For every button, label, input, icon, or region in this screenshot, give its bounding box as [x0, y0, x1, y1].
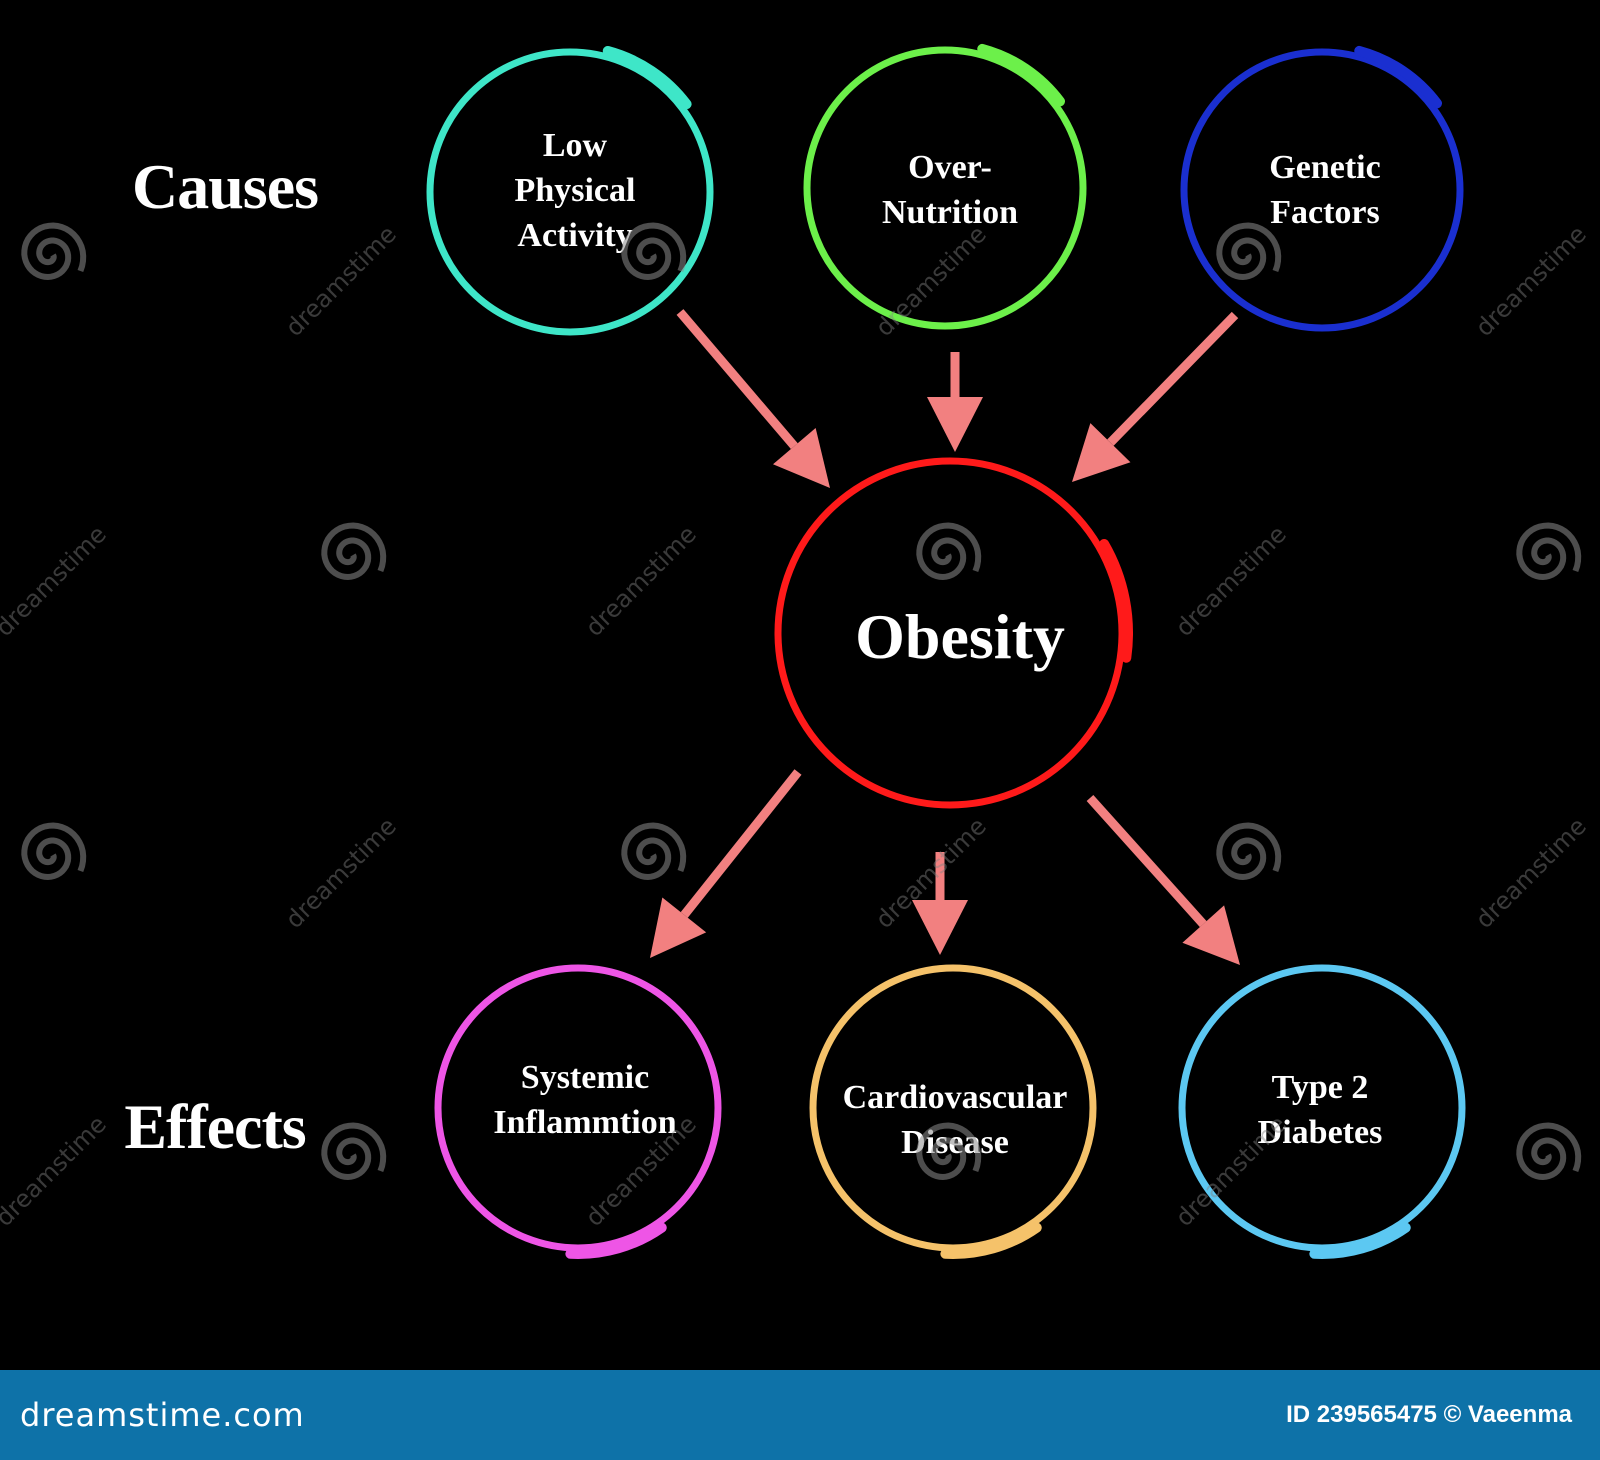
cause-node-circle-1-tail — [602, 45, 692, 110]
arrow-effect-2-head — [912, 900, 968, 955]
watermark-spiral-icon — [21, 822, 87, 881]
watermark-spiral-icon — [1516, 522, 1582, 581]
watermark-spiral-icon — [916, 522, 982, 581]
footer-site-name: dreamstime.com — [20, 1396, 305, 1434]
cause-node-label-1: Low Physical Activity — [514, 126, 636, 254]
effect-node-circle-3-tail — [1309, 1222, 1411, 1259]
diagram-canvas: Causes Effects Low Physical Activity Ove… — [0, 43, 1592, 1259]
watermark-spiral-icon — [1216, 822, 1282, 881]
footer-bar: dreamstime.com ID 239565475 © Vaeenma — [0, 1370, 1600, 1460]
cause-node-label-3: Genetic Factors — [1269, 149, 1381, 231]
center-node-circle-tail — [1099, 539, 1133, 663]
watermark-spiral-icon — [21, 222, 87, 281]
cause-node-circle-1 — [426, 48, 714, 336]
effect-node-label-3: Type 2 Diabetes — [1257, 1069, 1383, 1151]
watermark-spiral-icon — [916, 1122, 982, 1181]
diagram-graphics — [426, 43, 1466, 1259]
cause-node-circle-2 — [803, 46, 1087, 330]
center-node-circle — [774, 457, 1126, 809]
effect-node-circle-2 — [809, 964, 1097, 1252]
effect-node-circle-2-tail — [940, 1222, 1042, 1259]
watermark-spiral-icon — [621, 222, 687, 281]
arrow-cause-1-head — [773, 427, 830, 488]
causes-heading: Causes — [131, 151, 319, 222]
center-node-label: Obesity — [855, 601, 1065, 672]
cause-node-label-2: Over- Nutrition — [882, 149, 1018, 231]
watermark-spiral-icon — [1516, 1122, 1582, 1181]
arrow-effect-3-head — [1182, 905, 1240, 965]
watermark-spiral-icon — [1216, 222, 1282, 281]
arrow-effect-1-shaft — [680, 769, 802, 918]
footer-image-credit: ID 239565475 © Vaeenma — [1286, 1401, 1572, 1428]
effects-heading: Effects — [124, 1091, 306, 1162]
cause-node-circle-2-tail — [977, 43, 1065, 107]
arrow-effect-1-head — [650, 897, 707, 958]
effect-node-circle-1-tail — [565, 1222, 667, 1259]
effect-node-label-1: Systemic Inflammtion — [493, 1059, 677, 1141]
watermark-spiral-icon — [621, 822, 687, 881]
arrow-cause-2-head — [927, 397, 983, 452]
effect-node-circle-3 — [1178, 964, 1466, 1252]
watermark-spiral-icon — [321, 1122, 387, 1181]
arrow-effect-3-shaft — [1086, 794, 1207, 928]
watermark-spiral-icon — [321, 522, 387, 581]
effect-node-circle-1 — [434, 964, 722, 1252]
arrow-cause-3-shaft — [1107, 311, 1239, 446]
cause-node-circle-3-tail — [1354, 45, 1442, 109]
arrow-cause-1-shaft — [676, 309, 798, 450]
arrow-cause-3-head — [1072, 423, 1131, 482]
cause-node-circle-3 — [1180, 48, 1464, 332]
